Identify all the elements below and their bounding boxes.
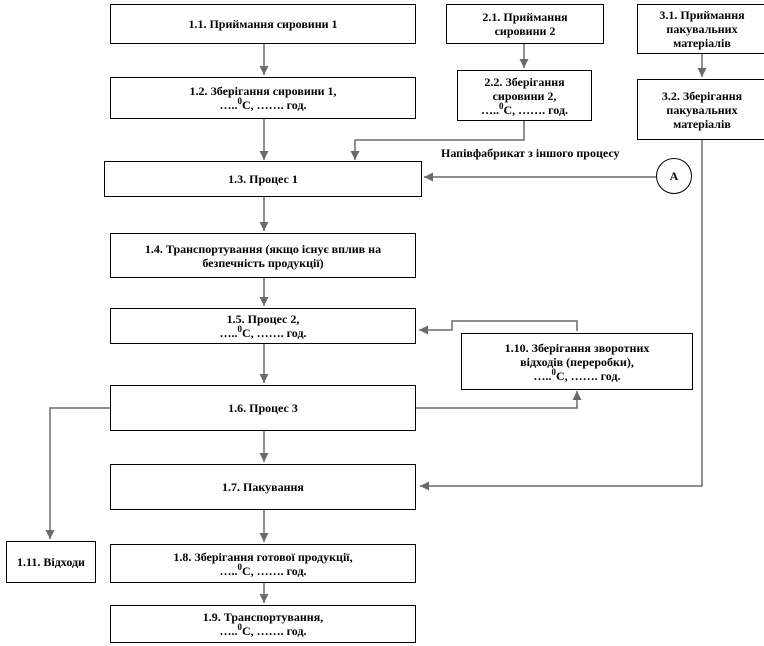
- step-2-1-label-line1: 2.1. Приймання: [482, 10, 568, 24]
- step-1-10-label-line2: відходів (переробки),: [520, 354, 634, 369]
- step-1-11-label: 1.11. Відходи: [17, 555, 85, 569]
- arrow-1-6-to-1-10: [416, 391, 582, 409]
- step-1-4-label-line1: 1.4. Транспортування (якщо існує вплив н…: [144, 241, 382, 256]
- step-3-1-label-line3: матеріалів: [673, 36, 731, 50]
- step-1-4-label-line2: безпечність продукції): [202, 255, 324, 270]
- step-1-3-label: 1.3. Процес 1: [228, 172, 298, 186]
- step-1-2-raw-material-1-storage: 1.2. Зберігання сировини 1, …..0С, ……. г…: [110, 77, 416, 119]
- step-1-8-finished-product-storage: 1.8. Зберігання готової продукції, …..0С…: [110, 544, 416, 583]
- step-1-8-conditions: …..0С, ……. год.: [219, 561, 307, 578]
- connector-a: А: [656, 158, 692, 194]
- step-3-1-packaging-materials-intake: 3.1. Приймання пакувальних матеріалів: [637, 4, 764, 54]
- step-3-1-label-line1: 3.1. Приймання: [659, 8, 745, 22]
- step-2-2-raw-material-2-storage: 2.2. Зберігання сировини 2, …..0С, ……. г…: [457, 70, 592, 121]
- step-1-6-process-3: 1.6. Процес 3: [110, 385, 416, 431]
- step-1-5-label: 1.5. Процес 2,: [226, 312, 300, 326]
- step-1-1-label: 1.1. Приймання сировини 1: [188, 17, 338, 31]
- arrow-3-2-to-1-7: [420, 140, 703, 491]
- step-1-5-process-2: 1.5. Процес 2, …..0С, ……. год.: [110, 308, 416, 344]
- step-1-2-label: 1.2. Зберігання сировини 1,: [189, 84, 337, 98]
- step-1-1-raw-material-1-intake: 1.1. Приймання сировини 1: [110, 4, 416, 44]
- semi-product-note: Напівфабрикат з іншого процесу: [441, 146, 620, 160]
- step-2-1-label-line2: сировини 2: [494, 24, 556, 38]
- step-3-2-label-line2: пакувальних: [666, 102, 738, 117]
- step-1-10-conditions: …..0С, ……. год.: [533, 366, 621, 383]
- step-1-9-transportation: 1.9. Транспортування, …..0С, ……. год.: [110, 605, 416, 643]
- step-1-9-conditions: …..0С, ……. год.: [219, 622, 307, 639]
- step-1-10-rework-storage: 1.10. Зберігання зворотних відходів (пер…: [461, 333, 693, 390]
- arrow-1-10-to-1-5: [419, 320, 578, 335]
- step-1-7-packaging: 1.7. Пакування: [110, 464, 416, 510]
- step-1-7-label: 1.7. Пакування: [222, 480, 304, 494]
- step-1-8-label: 1.8. Зберігання готової продукції,: [173, 549, 353, 564]
- step-1-11-waste: 1.11. Відходи: [6, 541, 96, 583]
- step-1-2-conditions: …..0С, ……. год.: [219, 96, 307, 113]
- step-1-5-conditions: …..0С, ……. год.: [219, 324, 307, 341]
- step-1-9-label: 1.9. Транспортування,: [202, 610, 324, 624]
- step-2-1-raw-material-2-intake: 2.1. Приймання сировини 2: [446, 4, 604, 44]
- step-2-2-label-line1: 2.2. Зберігання: [484, 74, 565, 89]
- step-1-3-process-1: 1.3. Процес 1: [104, 161, 422, 197]
- connector-a-label: А: [669, 168, 679, 183]
- arrow-1-6-to-1-11: [45, 407, 110, 539]
- step-2-2-conditions: …..0С, ……. год.: [480, 100, 569, 117]
- step-1-10-label-line1: 1.10. Зберігання зворотних: [504, 340, 650, 355]
- arrow-2-2-to-1-3: [350, 121, 525, 160]
- step-2-2-label-line2: сировини 2,: [492, 88, 557, 103]
- step-3-2-label-line1: 3.2. Зберігання: [661, 88, 743, 103]
- step-1-4-transportation: 1.4. Транспортування (якщо існує вплив н…: [110, 233, 416, 278]
- step-3-1-label-line2: пакувальних: [666, 22, 738, 36]
- step-1-6-label: 1.6. Процес 3: [228, 401, 298, 415]
- step-3-2-label-line3: матеріалів: [673, 116, 731, 131]
- step-3-2-packaging-materials-storage: 3.2. Зберігання пакувальних матеріалів: [637, 79, 764, 140]
